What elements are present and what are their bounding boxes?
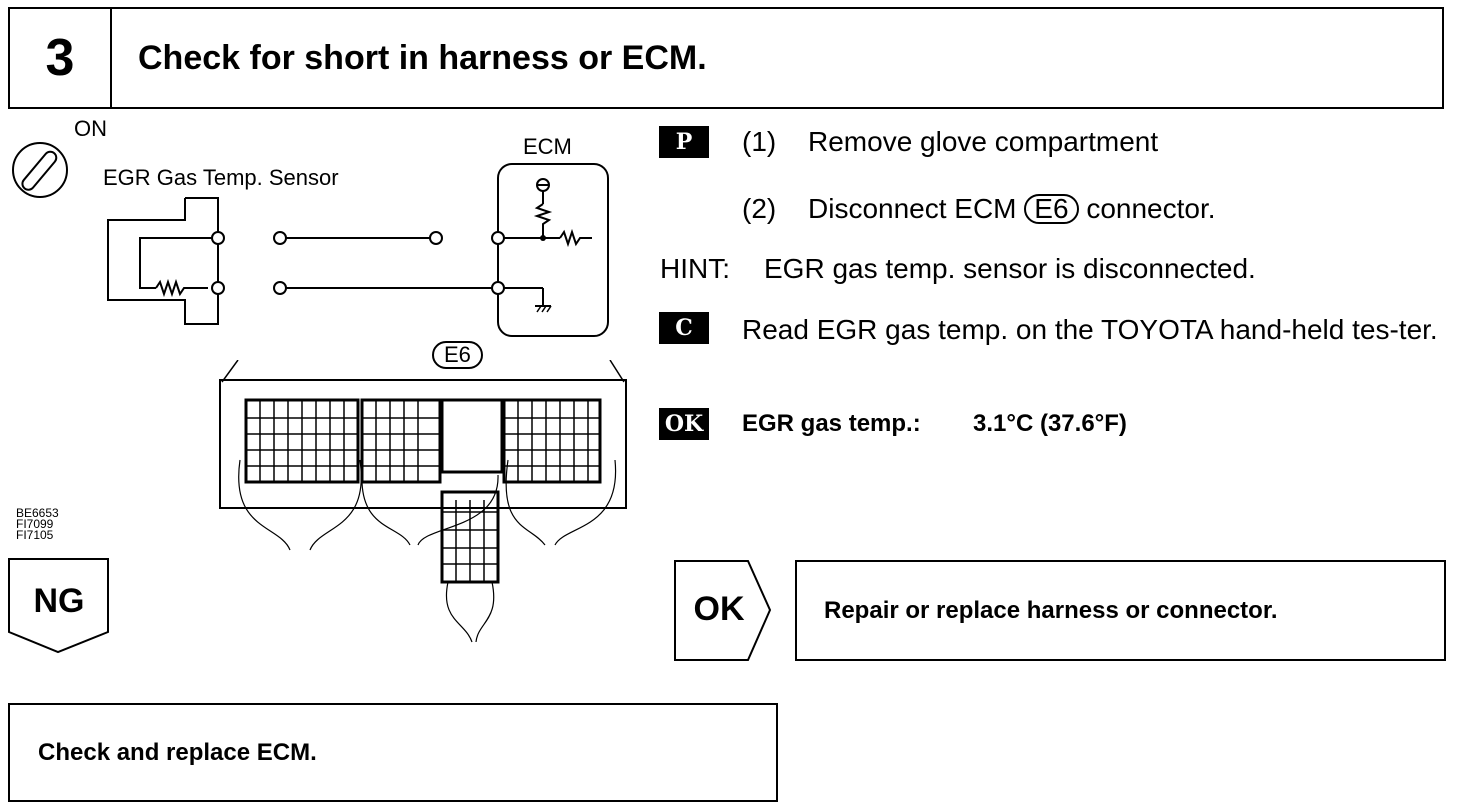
c-badge: C — [659, 312, 709, 344]
ok-condition-label: EGR gas temp.: — [742, 410, 921, 437]
wiring-diagram — [107, 163, 609, 337]
ok-badge: OK — [659, 408, 709, 440]
ng-action-text: Check and replace ECM. — [38, 738, 317, 766]
step2-number: (2) — [742, 193, 777, 224]
figure-codes: BE6653 FI7099 FI7105 — [16, 506, 59, 542]
figure-code: FI7105 — [16, 528, 54, 542]
figure-code: BE6653 — [16, 506, 59, 520]
p-badge: P — [659, 126, 709, 158]
step2-text: Disconnect ECM E6 connector. — [808, 193, 1216, 225]
c-step-text: Read EGR gas temp. on the TOYOTA hand-he… — [742, 314, 1438, 345]
step1-text: Remove glove compartment — [808, 126, 1159, 157]
ng-arrow — [8, 558, 109, 654]
hint-text: EGR gas temp. sensor is disconnected. — [764, 253, 1256, 284]
step2-prefix: Disconnect ECM — [808, 193, 1017, 224]
sensor-label: EGR Gas Temp. Sensor — [103, 165, 339, 190]
hint-label: HINT: — [660, 253, 730, 284]
ng-action-box: Check and replace ECM. — [8, 703, 778, 802]
e6-connector-label: E6 — [432, 341, 483, 369]
step-header: 3 Check for short in harness or ECM. — [8, 7, 1444, 109]
ok-result-label: OK — [693, 590, 745, 628]
step2-suffix: connector. — [1086, 193, 1216, 224]
ecm-label: ECM — [523, 134, 572, 159]
e6-connector-badge: E6 — [1024, 194, 1079, 224]
ok-action-text: Repair or replace harness or connector. — [824, 596, 1278, 624]
switch-on-label: ON — [74, 116, 107, 141]
ignition-switch-icon — [12, 142, 68, 198]
step-title: Check for short in harness or ECM. — [138, 38, 707, 77]
ok-action-box: Repair or replace harness or connector. — [795, 560, 1446, 661]
ok-arrow — [674, 560, 772, 661]
ecm-connector-illustration — [219, 360, 627, 643]
ok-condition-value: 3.1°C (37.6°F) — [973, 410, 1127, 437]
figure-code: FI7099 — [16, 517, 54, 531]
ng-label: NG — [33, 582, 85, 620]
step-number: 3 — [10, 9, 112, 107]
step1-number: (1) — [742, 126, 777, 157]
